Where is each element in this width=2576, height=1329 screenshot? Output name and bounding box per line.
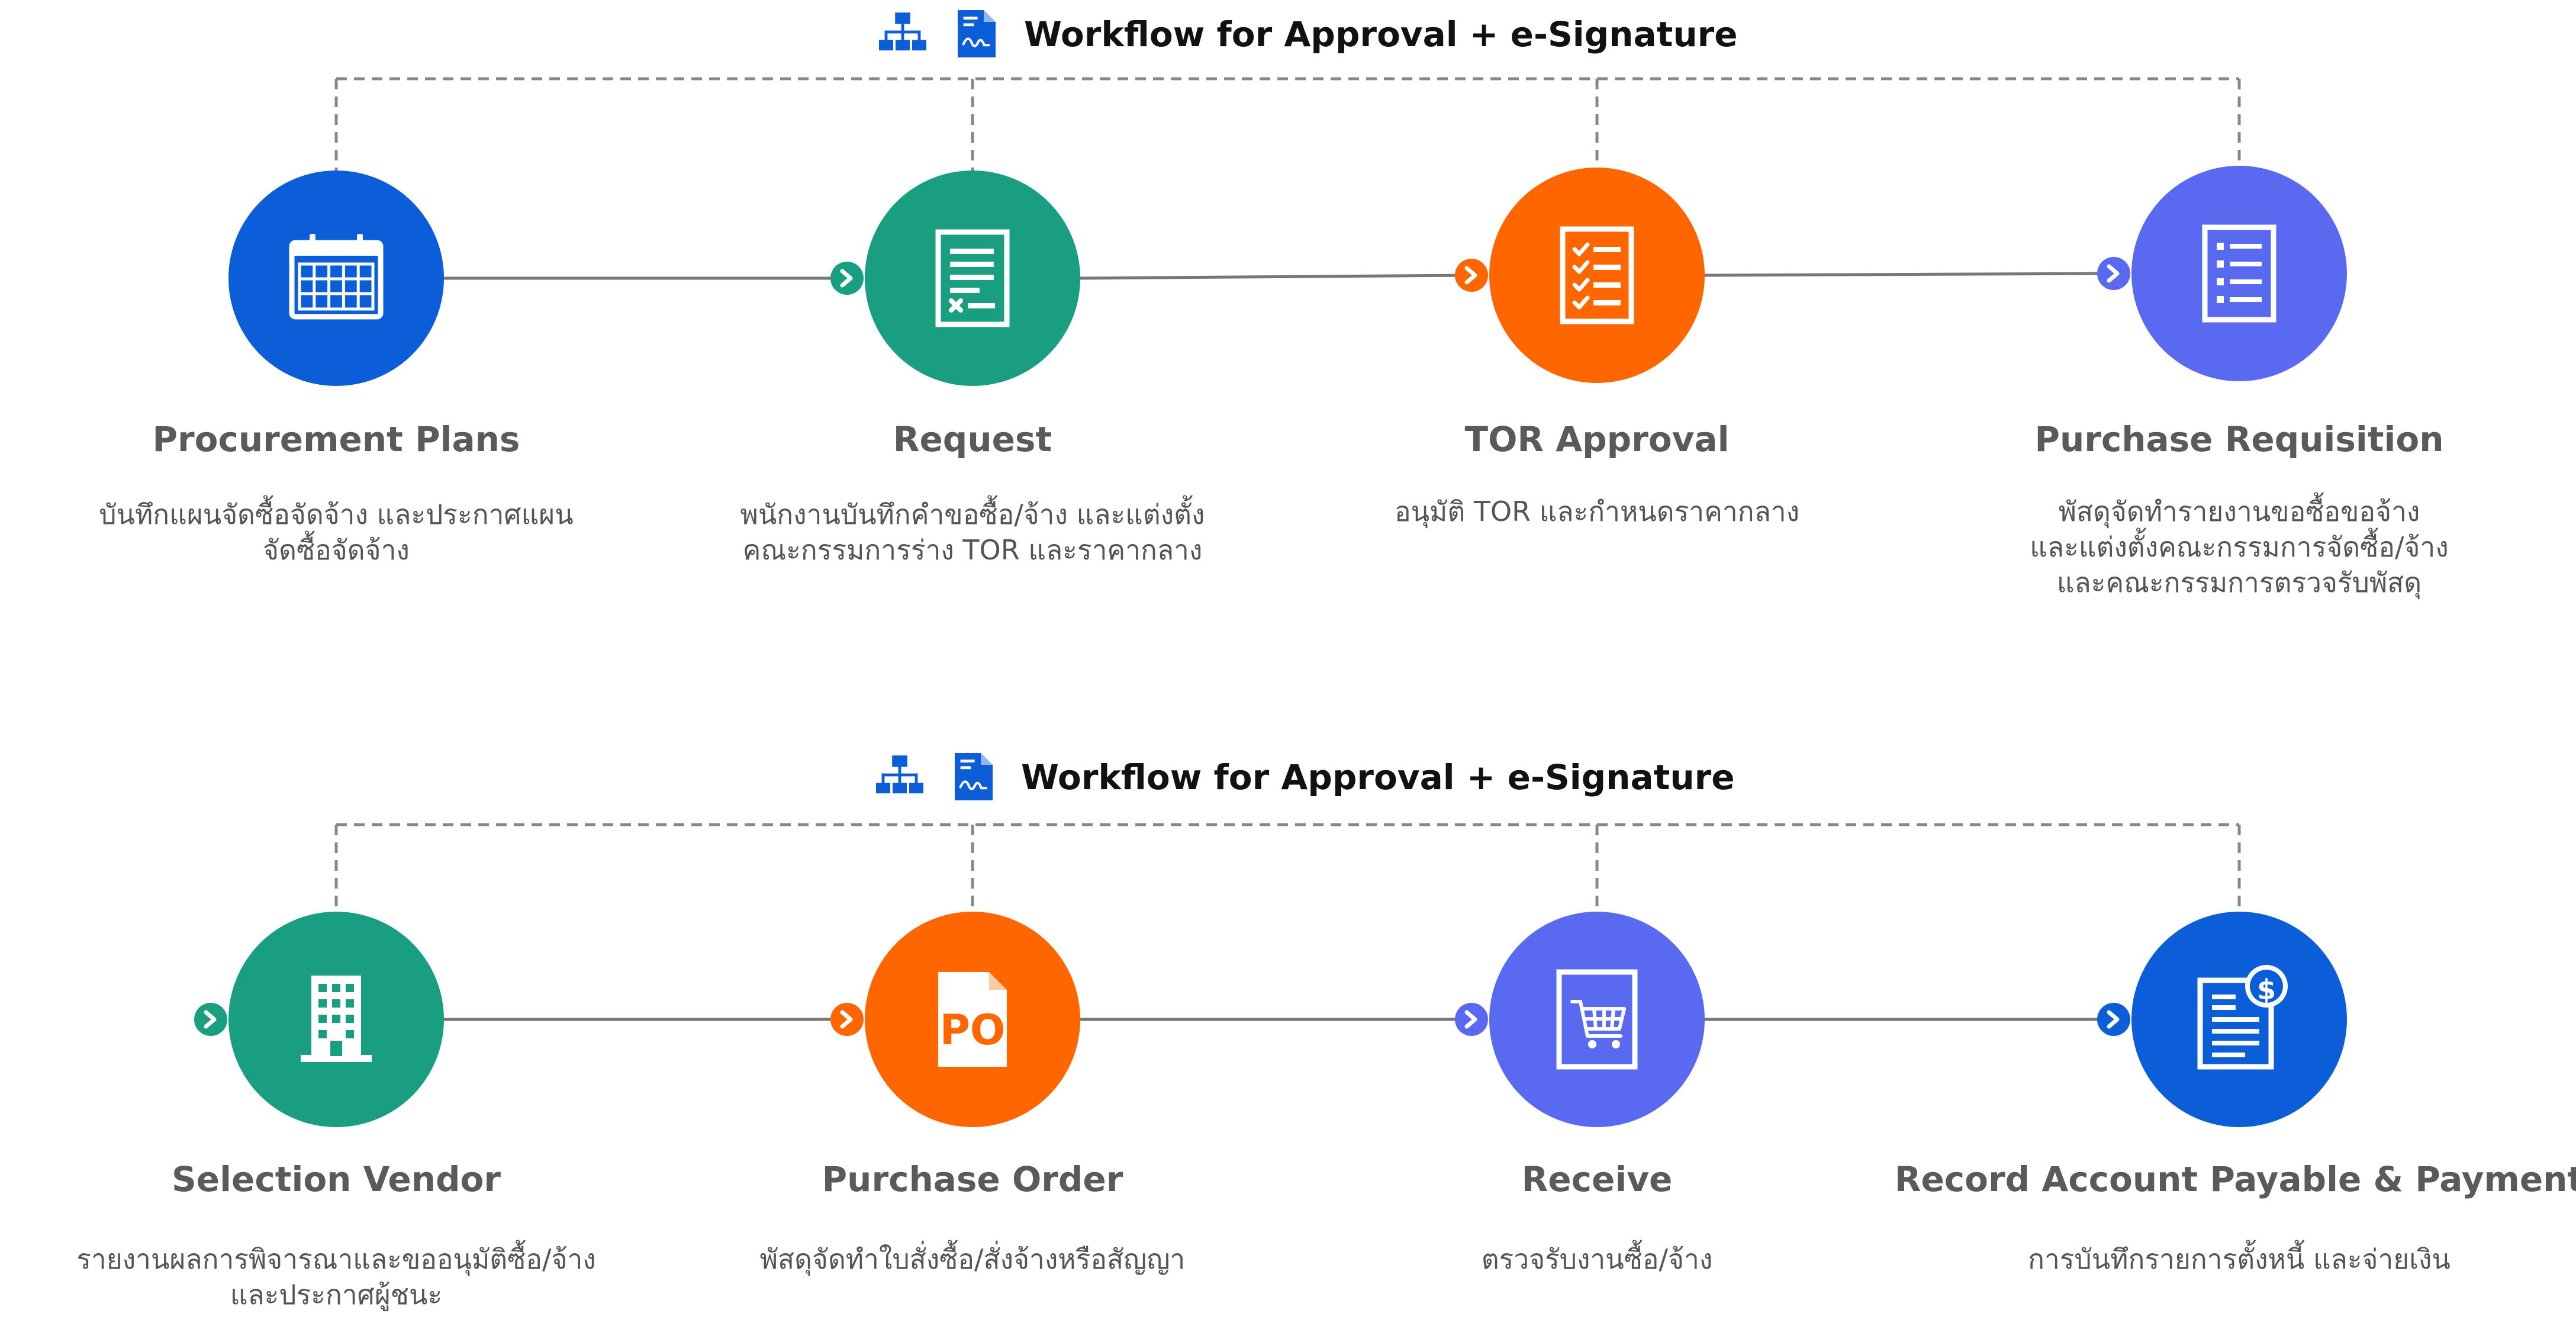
step-description-line: พัสดุจัดทำใบสั่งซื้อ/สั่งจ้างหรือสัญญา <box>760 1240 1186 1276</box>
step-po-document: PO Purchase Order พัสดุจัดทำใบสั่งซื้อ/สั่… <box>760 912 1186 1276</box>
approval-bracket <box>334 77 2241 170</box>
step-description-line: และแต่งตั้งคณะกรรมการจัดซื้อ/จ้าง <box>2030 527 2448 563</box>
step-description-line: พัสดุจัดทำรายงานขอซื้อขอจ้าง <box>2059 492 2420 529</box>
step-connector <box>1704 272 2114 277</box>
step-description-line: รายงานผลการพิจารณาและขออนุมัติซื้อ/จ้าง <box>76 1240 596 1276</box>
step-title: Receive <box>1522 1159 1673 1199</box>
dollar-sign-label: $ <box>2257 974 2276 1006</box>
step-description-line: การบันทึกรายการตั้งหนี้ และจ่ายเงิน <box>2028 1240 2451 1275</box>
step-shopping-cart: Receive ตรวจรับงานซื้อ/จ้าง <box>1455 912 1712 1275</box>
workflow-row-1: Workflow for Approval + e-SignatureProcu… <box>99 10 2449 600</box>
step-title: Record Account Payable & Payment <box>1895 1159 2576 1199</box>
building-icon <box>301 976 372 1062</box>
step-description-line: และคณะกรรมการตรวจรับพัสดุ <box>2057 567 2422 600</box>
chevron-right-icon <box>830 262 864 295</box>
e-signature-document-icon <box>955 753 993 800</box>
workflow-header-title: Workflow for Approval + e-Signature <box>1024 14 1738 54</box>
step-invoice-dollar: $ Record Account Payable & Payment การบันท… <box>1895 912 2576 1275</box>
chevron-right-icon <box>2097 257 2130 290</box>
step-calendar: Procurement Plans บันทึกแผนจัดซื้อจัดจ้าง… <box>99 170 574 566</box>
approval-bracket <box>334 823 2241 912</box>
org-chart-icon <box>879 12 926 51</box>
step-description-line: และประกาศผู้ชนะ <box>230 1279 442 1311</box>
chevron-right-icon <box>1455 1003 1488 1036</box>
step-circle <box>2131 166 2347 381</box>
step-request-form: Request พนักงานบันทึกคำขอซื้อ/จ้าง และแต่… <box>740 170 1205 566</box>
chevron-right-icon <box>2097 1003 2130 1036</box>
step-checklist: TOR Approval อนุมัติ TOR และกำหนดราคากลาง <box>1395 168 1799 529</box>
step-title: Request <box>893 419 1052 459</box>
step-list-document: Purchase Requisition พัสดุจัดทำรายงานขอซื… <box>2030 166 2449 600</box>
step-title: Purchase Requisition <box>2034 419 2443 459</box>
step-description-line: พนักงานบันทึกคำขอซื้อ/จ้าง และแต่งตั้ง <box>740 495 1205 530</box>
step-title: Purchase Order <box>822 1159 1123 1199</box>
workflow-row-2: Workflow for Approval + e-SignatureSelec… <box>76 753 2576 1311</box>
step-description-line: บันทึกแผนจัดซื้อจัดจ้าง และประกาศแผน <box>99 495 573 530</box>
step-title: Selection Vendor <box>172 1159 501 1199</box>
step-circle <box>1489 168 1705 383</box>
e-signature-document-icon <box>958 10 996 57</box>
chevron-right-icon <box>194 1003 227 1036</box>
chevron-right-icon <box>830 1003 864 1036</box>
step-building: Selection Vendor รายงานผลการพิจารณาและขออ… <box>76 912 596 1311</box>
step-description-line: จัดซื้อจัดจ้าง <box>263 530 410 566</box>
step-description-line: คณะกรรมการร่าง TOR และราคากลาง <box>743 534 1203 566</box>
workflow-header-title: Workflow for Approval + e-Signature <box>1021 757 1735 797</box>
step-connector <box>1080 273 1472 280</box>
org-chart-icon <box>876 755 923 794</box>
po-icon-label: PO <box>940 1006 1006 1054</box>
step-title: TOR Approval <box>1465 419 1730 459</box>
step-description-line: อนุมัติ TOR และกำหนดราคากลาง <box>1395 495 1799 529</box>
step-title: Procurement Plans <box>153 419 520 459</box>
step-description-line: ตรวจรับงานซื้อ/จ้าง <box>1482 1240 1713 1275</box>
chevron-right-icon <box>1455 259 1488 292</box>
